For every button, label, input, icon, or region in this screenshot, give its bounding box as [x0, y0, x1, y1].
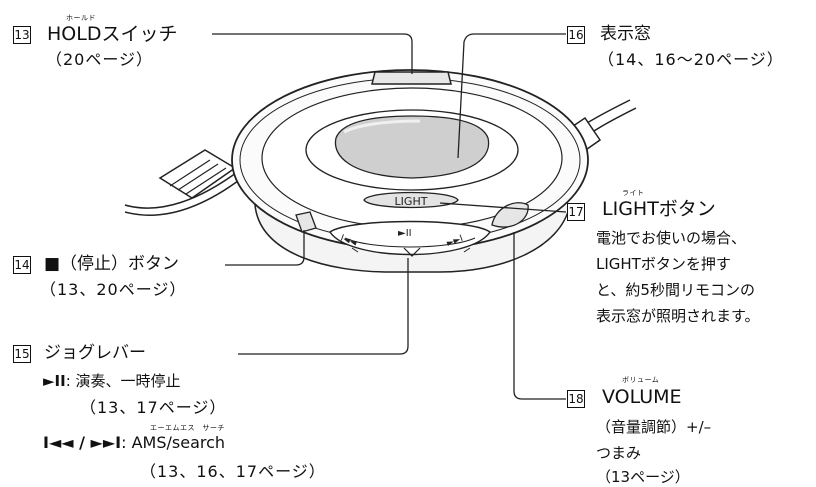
light-desc-line-4: 表示窓が照明されます。 — [596, 307, 760, 325]
volume-title: VOLUME — [602, 386, 682, 408]
svg-text:►II: ►II — [398, 228, 412, 239]
display-pages: （14、16～20ページ） — [598, 50, 784, 69]
leader-18 — [513, 232, 566, 400]
stop-button-pages: （13、20ページ） — [40, 280, 187, 299]
callout-number-17: 17 — [567, 203, 585, 221]
light-button-title: LIGHTボタン — [602, 198, 716, 220]
leader-15 — [238, 258, 409, 355]
light-desc-line-3: と、約5秒間リモコンの — [596, 281, 755, 299]
leader-16 — [457, 33, 566, 159]
play-pause-pages: （13、17ページ） — [80, 398, 227, 417]
leader-13 — [212, 33, 413, 74]
ams-ruby: エーエムエス サーチ — [150, 424, 225, 432]
callout-number-13: 13 — [13, 26, 31, 44]
volume-line-2: つまみ — [596, 444, 642, 462]
light-desc-line-1: 電池でお使いの場合、 — [596, 229, 747, 247]
cable-left — [124, 169, 241, 209]
ams-search-item: I◄◄ / ►►I: AMS/search — [43, 435, 225, 451]
play-pause-text: : 演奏、一時停止 — [65, 372, 181, 390]
leader-14 — [225, 230, 305, 266]
volume-line-1: （音量調節）+/– — [596, 418, 712, 436]
play-pause-item: ►II: 演奏、一時停止 — [43, 374, 181, 389]
hold-switch-pages: （20ページ） — [46, 50, 154, 69]
volume-line-3: （13ページ） — [596, 468, 690, 486]
hold-switch-label: HOLDスイッチ — [47, 23, 178, 45]
play-pause-symbol: ►II — [43, 372, 66, 390]
ams-symbol: I◄◄ / ►►I — [43, 433, 122, 452]
light-desc-line-2: LIGHTボタンを押す — [596, 255, 731, 273]
light-button-label: LIGHT — [395, 195, 428, 208]
stop-button-label: ■（停止）ボタン — [44, 254, 180, 274]
light-ruby: ライト — [622, 189, 645, 197]
callout-number-18: 18 — [567, 390, 585, 408]
hold-switch — [371, 71, 452, 85]
hold-ruby: ホールド — [66, 14, 96, 22]
cable-left-2 — [124, 177, 243, 216]
volume-ruby: ボリューム — [622, 376, 660, 384]
callout-number-15: 15 — [13, 345, 31, 363]
light-button — [363, 191, 459, 209]
stop-button — [295, 211, 317, 233]
display-window — [334, 115, 490, 179]
jog-lever-label: ジョグレバー — [44, 343, 146, 363]
jog-lever — [329, 220, 491, 256]
callout-number-14: 14 — [13, 256, 31, 274]
ams-text: : AMS/search — [121, 433, 226, 452]
leader-17 — [439, 202, 567, 213]
display-label: 表示窓 — [600, 24, 651, 44]
callout-number-16: 16 — [567, 26, 585, 44]
ams-search-pages: （13、16、17ページ） — [140, 462, 326, 481]
